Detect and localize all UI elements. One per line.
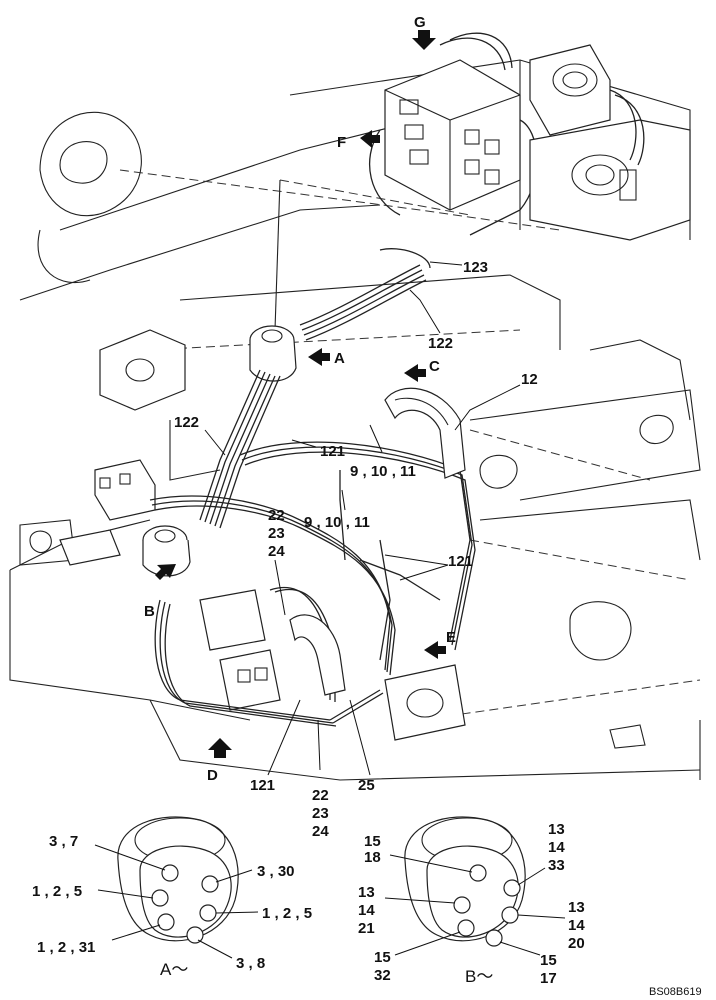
detail-b-21: 21 bbox=[358, 920, 375, 937]
detail-b-14-right: 14 bbox=[568, 917, 585, 934]
leader-lines bbox=[204, 261, 521, 776]
view-label-f: F bbox=[337, 134, 346, 151]
callout-9-10-11-upper: 9 , 10 , 11 bbox=[350, 463, 416, 480]
callout-122-top: 122 bbox=[428, 335, 453, 352]
view-label-e: E bbox=[446, 629, 456, 646]
upper-frame-outline bbox=[19, 59, 701, 501]
swivel-joint-a bbox=[249, 325, 297, 382]
lower-frame-outline bbox=[9, 454, 701, 781]
detail-b-14-mid: 14 bbox=[358, 902, 375, 919]
hose-bundle bbox=[149, 248, 476, 727]
detail-b-13-mid: 13 bbox=[358, 884, 375, 901]
view-arrow-f-icon bbox=[360, 130, 380, 148]
detail-a-1-2-5-left: 1 , 2 , 5 bbox=[32, 883, 82, 900]
detail-b-13-right: 13 bbox=[568, 899, 585, 916]
callout-22-upper: 22 bbox=[268, 507, 285, 524]
detail-view-a bbox=[94, 816, 259, 959]
detail-b-14-top: 14 bbox=[548, 839, 565, 856]
mount-plate-upper-left bbox=[99, 329, 186, 411]
callout-121-upper: 121 bbox=[320, 443, 345, 460]
view-label-d: D bbox=[207, 767, 218, 784]
detail-b-33: 33 bbox=[548, 857, 565, 874]
detail-a-title: A～ bbox=[160, 960, 188, 979]
callout-24-lower: 24 bbox=[312, 823, 329, 840]
callout-24-upper: 24 bbox=[268, 543, 285, 560]
view-label-c: C bbox=[429, 358, 440, 375]
mount-plate-e bbox=[384, 664, 466, 741]
view-arrow-g-icon bbox=[412, 30, 436, 50]
detail-b-13-top: 13 bbox=[548, 821, 565, 838]
detail-a-1-2-5-right: 1 , 2 , 5 bbox=[262, 905, 312, 922]
view-arrow-e-icon bbox=[424, 641, 446, 659]
detail-a-3-8: 3 , 8 bbox=[236, 955, 265, 972]
view-label-g: G bbox=[414, 14, 426, 31]
callout-9-10-11-lower: 9 , 10 , 11 bbox=[304, 514, 370, 531]
callout-121-right: 121 bbox=[448, 553, 473, 570]
callout-122-left: 122 bbox=[174, 414, 199, 431]
detail-a-1-2-31: 1 , 2 , 31 bbox=[37, 939, 95, 956]
valve-block-center bbox=[199, 589, 281, 711]
detail-b-20: 20 bbox=[568, 935, 585, 952]
detail-b-32: 32 bbox=[374, 967, 391, 984]
detail-b-18: 18 bbox=[364, 849, 381, 866]
elbow-pipe-12 bbox=[384, 387, 466, 479]
view-arrow-c-icon bbox=[404, 364, 426, 382]
callout-121-lower: 121 bbox=[250, 777, 275, 794]
view-arrow-a-icon bbox=[308, 348, 330, 366]
elbow-pipe-lower bbox=[289, 614, 346, 696]
detail-a-3-7: 3 , 7 bbox=[49, 833, 78, 850]
swing-motor-assembly bbox=[529, 44, 691, 241]
view-label-a: A bbox=[334, 350, 345, 367]
valve-block-left bbox=[59, 459, 156, 566]
view-arrow-d-icon bbox=[208, 738, 232, 758]
detail-b-15-right: 15 bbox=[540, 952, 557, 969]
detail-view-b bbox=[384, 816, 566, 956]
detail-b-17: 17 bbox=[540, 970, 557, 987]
callout-23-upper: 23 bbox=[268, 525, 285, 542]
callout-22-lower: 22 bbox=[312, 787, 329, 804]
callout-12: 12 bbox=[521, 371, 538, 388]
callout-23-lower: 23 bbox=[312, 805, 329, 822]
callout-labels: G F A C B E D 123 122 12 122 121 9 , 10 … bbox=[32, 14, 702, 998]
swivel-joint-b bbox=[142, 525, 191, 577]
callout-123: 123 bbox=[463, 259, 488, 276]
view-label-b: B bbox=[144, 603, 155, 620]
detail-a-3-30: 3 , 30 bbox=[257, 863, 295, 880]
view-arrow-b-icon bbox=[155, 564, 176, 580]
detail-b-15-top: 15 bbox=[364, 833, 381, 850]
drawing-code: BS08B619 bbox=[649, 986, 702, 998]
callout-25: 25 bbox=[358, 777, 375, 794]
control-valve-assembly bbox=[368, 32, 538, 236]
detail-b-title: B～ bbox=[465, 967, 493, 986]
detail-b-15-low: 15 bbox=[374, 949, 391, 966]
